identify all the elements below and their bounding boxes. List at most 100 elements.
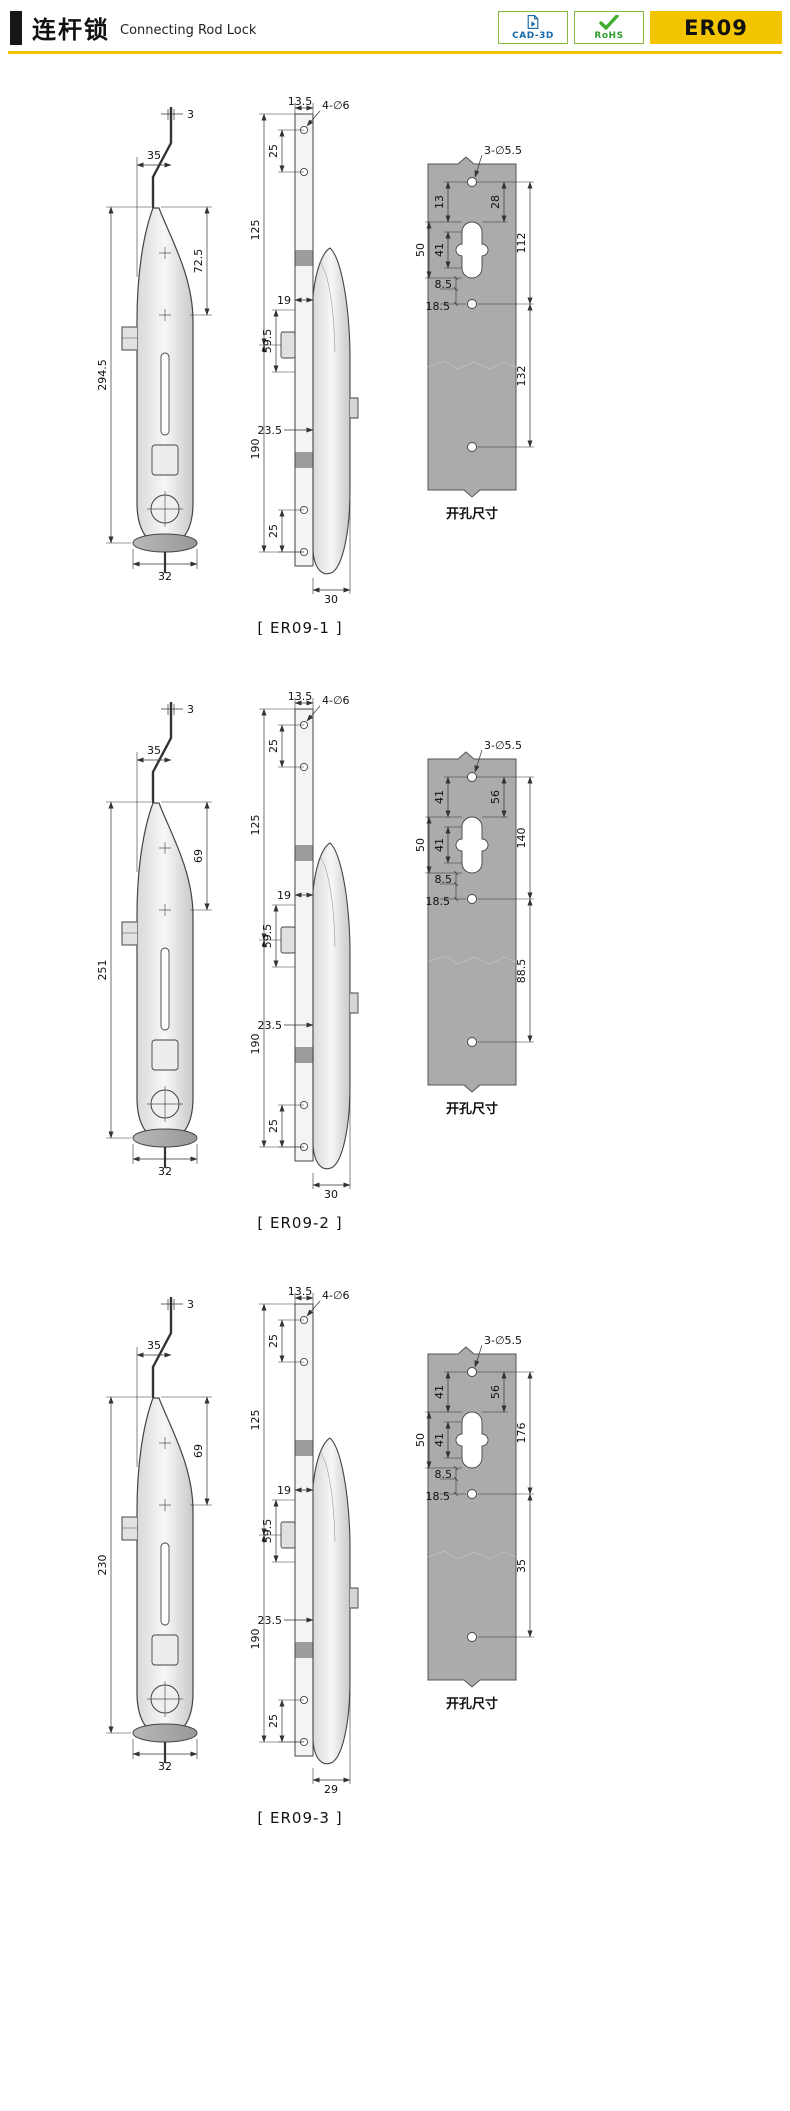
rohs-label: RoHS — [594, 30, 624, 41]
dim-hole-offset: 18.5 — [426, 1490, 451, 1503]
dim-bottom-width: 32 — [158, 1165, 172, 1178]
dim-bottom-hole-pitch: 25 — [267, 1119, 280, 1133]
dim-top-hole-pitch: 25 — [267, 1334, 280, 1348]
badge-block: CAD-3D RoHS ER09 — [498, 11, 782, 44]
dim-below-slot: 8.5 — [435, 1468, 453, 1481]
dim-cutout-top-right: 28 — [489, 195, 502, 209]
dim-bottom-width: 32 — [158, 570, 172, 583]
dim-total-height: 294.5 — [96, 359, 109, 391]
dim-below-slot: 8.5 — [435, 278, 453, 291]
page-header: 连杆锁 Connecting Rod Lock CAD-3D RoHS ER09 — [0, 0, 790, 51]
dim-hole-offset: 18.5 — [426, 895, 451, 908]
dim-body-offset: 19 — [277, 294, 291, 307]
lock-side-view — [106, 107, 212, 573]
model-code-box: ER09 — [650, 11, 782, 44]
variant-caption-row: [ ER09-1 ] — [0, 619, 790, 649]
lock-side-view — [106, 1297, 212, 1763]
catalog-page: 连杆锁 Connecting Rod Lock CAD-3D RoHS ER09 — [0, 0, 790, 1839]
technical-drawing-er09-1: 3 35 72.5 294.5 32 13.5 4-∅6 25 125 19 5… — [96, 95, 790, 606]
dim-cylinder-span: 59.5 — [261, 329, 274, 354]
dim-cutout-upper-span: 140 — [515, 828, 528, 849]
dim-cutout-top-left: 13 — [433, 195, 446, 209]
dim-rod-offset: 3 — [187, 108, 194, 121]
dim-slot-inner: 41 — [433, 243, 446, 257]
dim-holes-label: 4-∅6 — [322, 694, 350, 707]
dim-cutout-upper-span: 112 — [515, 233, 528, 254]
section-er09-3: 3 35 69 230 32 13.5 4-∅6 25 125 19 59.5 … — [0, 1270, 790, 1839]
dim-lower-span: 190 — [249, 1034, 262, 1055]
dim-bar-width: 13.5 — [288, 1285, 313, 1298]
section-er09-1: 3 35 72.5 294.5 32 13.5 4-∅6 25 125 19 5… — [0, 80, 790, 649]
dim-top-width: 35 — [147, 149, 161, 162]
dim-slot-height: 50 — [414, 838, 427, 852]
section-er09-2: 3 35 69 251 32 13.5 4-∅6 25 125 19 59.5 … — [0, 675, 790, 1244]
dim-top-width: 35 — [147, 744, 161, 757]
dim-cutout-lower-span: 88.5 — [515, 959, 528, 984]
dim-upper-span: 125 — [249, 815, 262, 836]
cutout-label: 开孔尺寸 — [446, 1696, 498, 1712]
dim-bottom-width: 32 — [158, 1760, 172, 1773]
variant-caption-er09-2: [ ER09-2 ] — [257, 1214, 343, 1232]
title-block: 连杆锁 Connecting Rod Lock — [10, 10, 256, 45]
dim-bar-width: 13.5 — [288, 690, 313, 703]
dim-latch-offset: 23.5 — [258, 1614, 283, 1627]
dim-total-height: 230 — [96, 1555, 109, 1576]
dim-upper-height: 69 — [192, 849, 205, 863]
dim-total-height: 251 — [96, 960, 109, 981]
dim-cutout-top-right: 56 — [489, 790, 502, 804]
dim-cutout-lower-span: 132 — [515, 366, 528, 387]
dim-cutout-top-right: 56 — [489, 1385, 502, 1399]
dim-latch-offset: 23.5 — [258, 424, 283, 437]
variant-caption-er09-1: [ ER09-1 ] — [257, 619, 343, 637]
dim-top-width: 35 — [147, 1339, 161, 1352]
dim-body-width: 29 — [324, 1783, 338, 1796]
page-title-en: Connecting Rod Lock — [120, 23, 257, 38]
dim-top-hole-pitch: 25 — [267, 144, 280, 158]
dim-cutout-lower-span: 35 — [515, 1559, 528, 1573]
dim-slot-inner: 41 — [433, 838, 446, 852]
dim-cutout-holes-label: 3-∅5.5 — [484, 144, 522, 157]
dim-body-offset: 19 — [277, 889, 291, 902]
dim-top-hole-pitch: 25 — [267, 739, 280, 753]
dim-slot-height: 50 — [414, 1433, 427, 1447]
cutout-label: 开孔尺寸 — [446, 1101, 498, 1117]
checkmark-icon — [599, 14, 619, 30]
dim-lower-span: 190 — [249, 439, 262, 460]
header-divider — [8, 51, 782, 54]
cad-3d-label: CAD-3D — [512, 31, 554, 41]
cad-3d-badge: CAD-3D — [498, 11, 568, 44]
dim-upper-span: 125 — [249, 1410, 262, 1431]
dim-cutout-top-left: 41 — [433, 790, 446, 804]
cad-document-icon — [527, 15, 539, 29]
dim-body-offset: 19 — [277, 1484, 291, 1497]
variant-caption-row: [ ER09-2 ] — [0, 1214, 790, 1244]
dim-rod-offset: 3 — [187, 703, 194, 716]
dim-rod-offset: 3 — [187, 1298, 194, 1311]
technical-drawing-er09-2: 3 35 69 251 32 13.5 4-∅6 25 125 19 59.5 … — [96, 690, 790, 1201]
dim-bottom-hole-pitch: 25 — [267, 524, 280, 538]
dim-upper-height: 72.5 — [192, 249, 205, 274]
dim-hole-offset: 18.5 — [426, 300, 451, 313]
dim-lower-span: 190 — [249, 1629, 262, 1650]
dim-bar-width: 13.5 — [288, 95, 313, 108]
dim-bottom-hole-pitch: 25 — [267, 1714, 280, 1728]
title-accent-bar — [10, 10, 22, 45]
dim-cutout-holes-label: 3-∅5.5 — [484, 739, 522, 752]
dim-slot-height: 50 — [414, 243, 427, 257]
dim-holes-label: 4-∅6 — [322, 99, 350, 112]
dim-cylinder-span: 59.5 — [261, 1519, 274, 1544]
dim-below-slot: 8.5 — [435, 873, 453, 886]
technical-drawing-er09-3: 3 35 69 230 32 13.5 4-∅6 25 125 19 59.5 … — [96, 1285, 790, 1796]
cutout-label: 开孔尺寸 — [446, 506, 498, 522]
model-code: ER09 — [684, 15, 748, 40]
rohs-badge: RoHS — [574, 11, 644, 44]
dim-cutout-holes-label: 3-∅5.5 — [484, 1334, 522, 1347]
variant-caption-row: [ ER09-3 ] — [0, 1809, 790, 1839]
lock-side-view — [106, 702, 212, 1168]
dim-body-width: 30 — [324, 593, 338, 606]
dim-cutout-upper-span: 176 — [515, 1423, 528, 1444]
dim-body-width: 30 — [324, 1188, 338, 1201]
dim-latch-offset: 23.5 — [258, 1019, 283, 1032]
dim-upper-height: 69 — [192, 1444, 205, 1458]
dim-cylinder-span: 59.5 — [261, 924, 274, 949]
